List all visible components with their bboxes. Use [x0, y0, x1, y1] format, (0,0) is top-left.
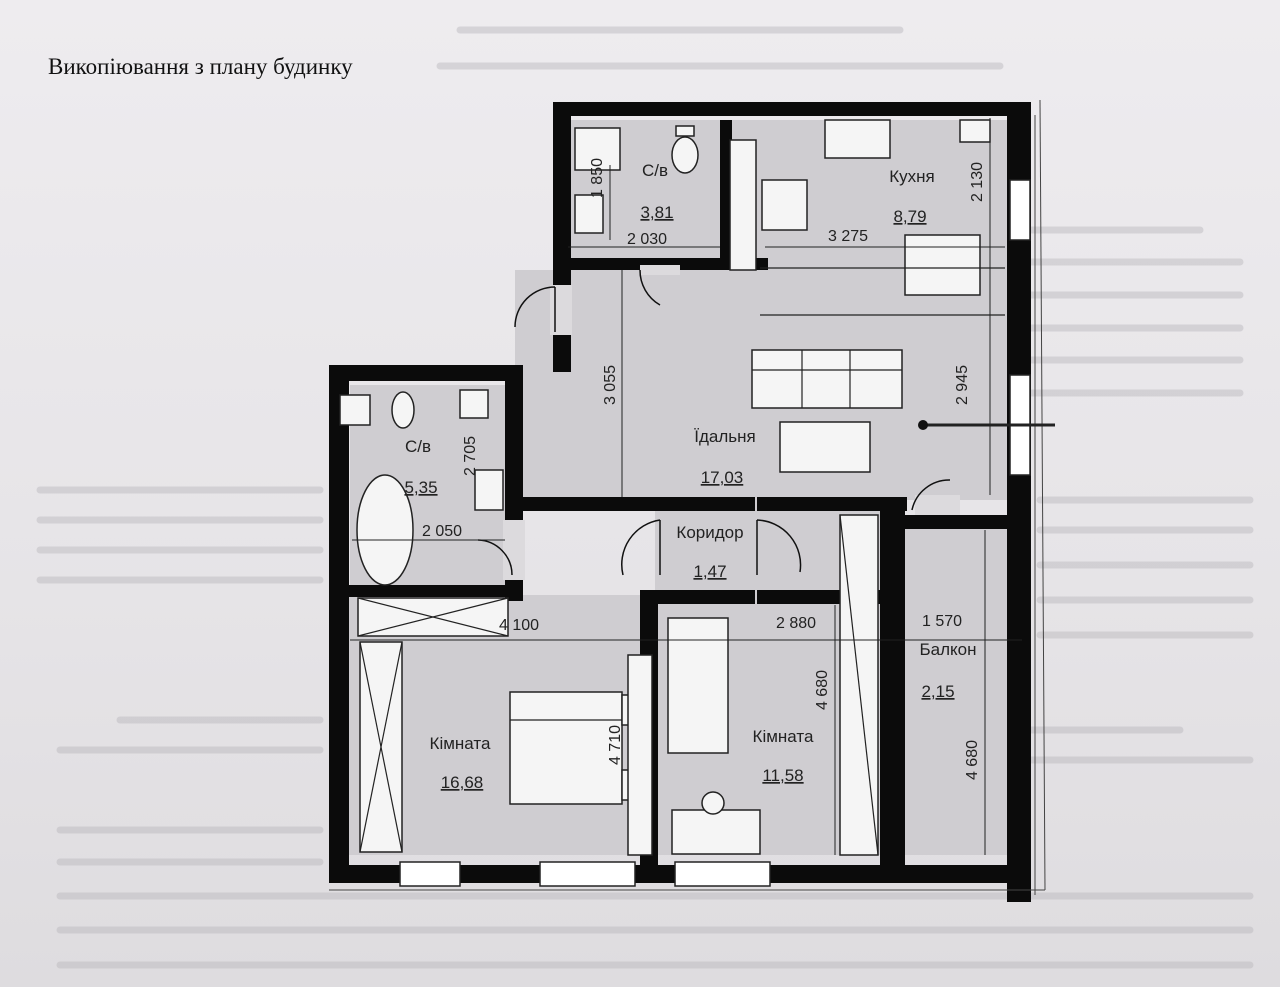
dim-4100: 4 100: [499, 617, 539, 634]
room-name-balcony: Балкон: [919, 640, 976, 659]
dim-2880: 2 880: [776, 615, 816, 632]
room-name-room2: Кімната: [753, 727, 814, 746]
room-name-room1: Кімната: [430, 734, 491, 753]
room-area-kitchen: 8,79: [893, 207, 926, 226]
room-area-dining: 17,03: [701, 468, 744, 487]
room-name-bath-left: С/в: [405, 437, 431, 456]
dim-2050: 2 050: [422, 523, 462, 540]
room-name-corridor: Коридор: [676, 523, 743, 542]
room-name-bath-top: С/в: [642, 161, 668, 180]
room-name-dining: Їдальня: [694, 427, 755, 446]
dim-3055: 3 055: [602, 365, 619, 405]
room-area-corridor: 1,47: [693, 562, 726, 581]
dim-4680-room: 4 680: [814, 670, 831, 710]
dimension-labels: 1 850 2 030 3 275 2 130 3 055 2 945 2 70…: [422, 158, 986, 780]
document-title: Викопіювання з плану будинку: [48, 54, 353, 79]
fixtures: [339, 119, 991, 856]
room-area-bath-top: 3,81: [640, 203, 673, 222]
dim-4710: 4 710: [607, 725, 624, 765]
dim-2945: 2 945: [954, 365, 971, 405]
room-area-room2: 11,58: [762, 766, 803, 785]
dim-2130: 2 130: [969, 162, 986, 202]
dim-3275: 3 275: [828, 228, 868, 245]
room-area-balcony: 2,15: [921, 682, 954, 701]
dim-1570: 1 570: [922, 613, 962, 630]
dimension-lines: [350, 118, 1055, 855]
dim-2705: 2 705: [462, 436, 479, 476]
room-name-kitchen: Кухня: [889, 167, 935, 186]
room-labels: С/в 3,81 Кухня 8,79 С/в 5,35 Їдальня 17,…: [404, 161, 976, 792]
dim-2030: 2 030: [627, 231, 667, 248]
room-area-room1: 16,68: [441, 773, 484, 792]
room-area-bath-left: 5,35: [404, 478, 437, 497]
dim-4680-balcony: 4 680: [964, 740, 981, 780]
dim-1850: 1 850: [589, 158, 606, 198]
